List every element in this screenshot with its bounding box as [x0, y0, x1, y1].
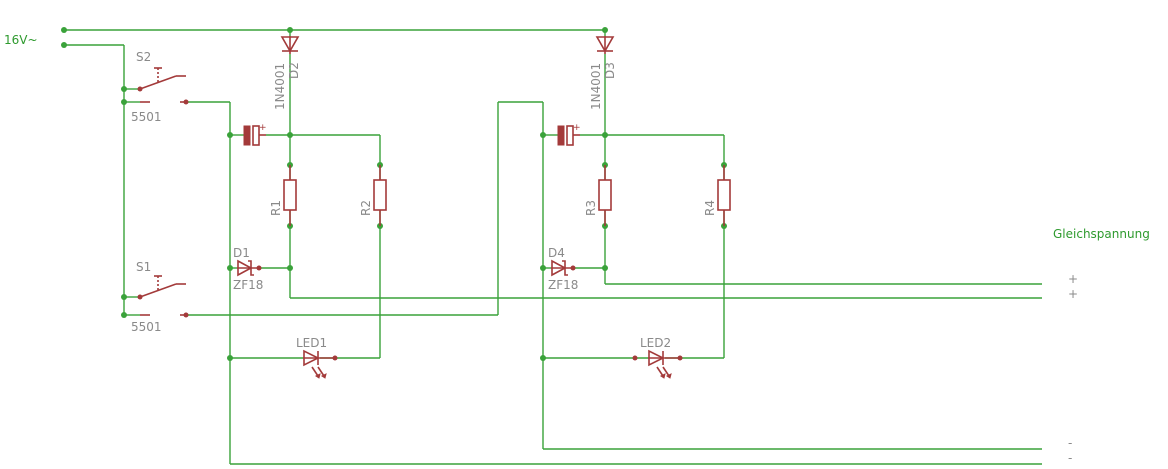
svg-text:+: + [259, 123, 267, 133]
diode-d3-value: 1N4001 [589, 63, 603, 110]
junctions [61, 27, 727, 361]
diode-d3-name: D3 [603, 62, 617, 79]
output-label: Gleichspannung [1053, 227, 1150, 241]
resistor-r3-label: R3 [584, 200, 598, 216]
capacitor-c2: + [557, 123, 581, 146]
switch-s1 [137, 275, 189, 318]
zener-d4-name: D4 [548, 246, 565, 260]
capacitor-c1: + [243, 123, 267, 146]
resistor-r4 [717, 165, 731, 226]
wires [64, 29, 1042, 465]
switch-s2-value: 5501 [131, 110, 162, 124]
zener-d4-value: ZF18 [548, 278, 578, 292]
switch-s2 [137, 67, 189, 105]
supply-label: 16V~ [4, 33, 38, 47]
zener-d1-name: D1 [233, 246, 250, 260]
led-2-label: LED2 [640, 336, 671, 350]
led-1 [303, 349, 338, 379]
diode-d2-value: 1N4001 [273, 63, 287, 110]
resistor-r4-label: R4 [703, 200, 717, 216]
switch-s1-value: 5501 [131, 320, 162, 334]
output-minus-1: - [1068, 436, 1072, 450]
svg-text:+: + [573, 123, 581, 133]
switch-s2-name: S2 [136, 50, 151, 64]
output-plus-2: + [1068, 287, 1078, 301]
led-1-label: LED1 [296, 336, 327, 350]
diode-d2-name: D2 [287, 62, 301, 79]
zener-d1-value: ZF18 [233, 278, 263, 292]
zener-d1 [237, 259, 262, 277]
output-plus-1: + [1068, 272, 1078, 286]
resistor-r2-label: R2 [359, 200, 373, 216]
output-minus-2: - [1068, 451, 1072, 465]
resistor-r3 [598, 165, 612, 226]
diode-d3 [595, 36, 615, 54]
led-2 [632, 349, 683, 379]
switch-s1-name: S1 [136, 260, 151, 274]
resistor-r1 [283, 165, 297, 226]
zener-d4 [551, 259, 576, 277]
labels: 16V~ S2 5501 S1 5501 1N4001 D2 1N4001 D3… [4, 33, 1150, 465]
resistor-r2 [373, 165, 387, 226]
diode-d2 [280, 36, 300, 54]
resistor-r1-label: R1 [269, 200, 283, 216]
